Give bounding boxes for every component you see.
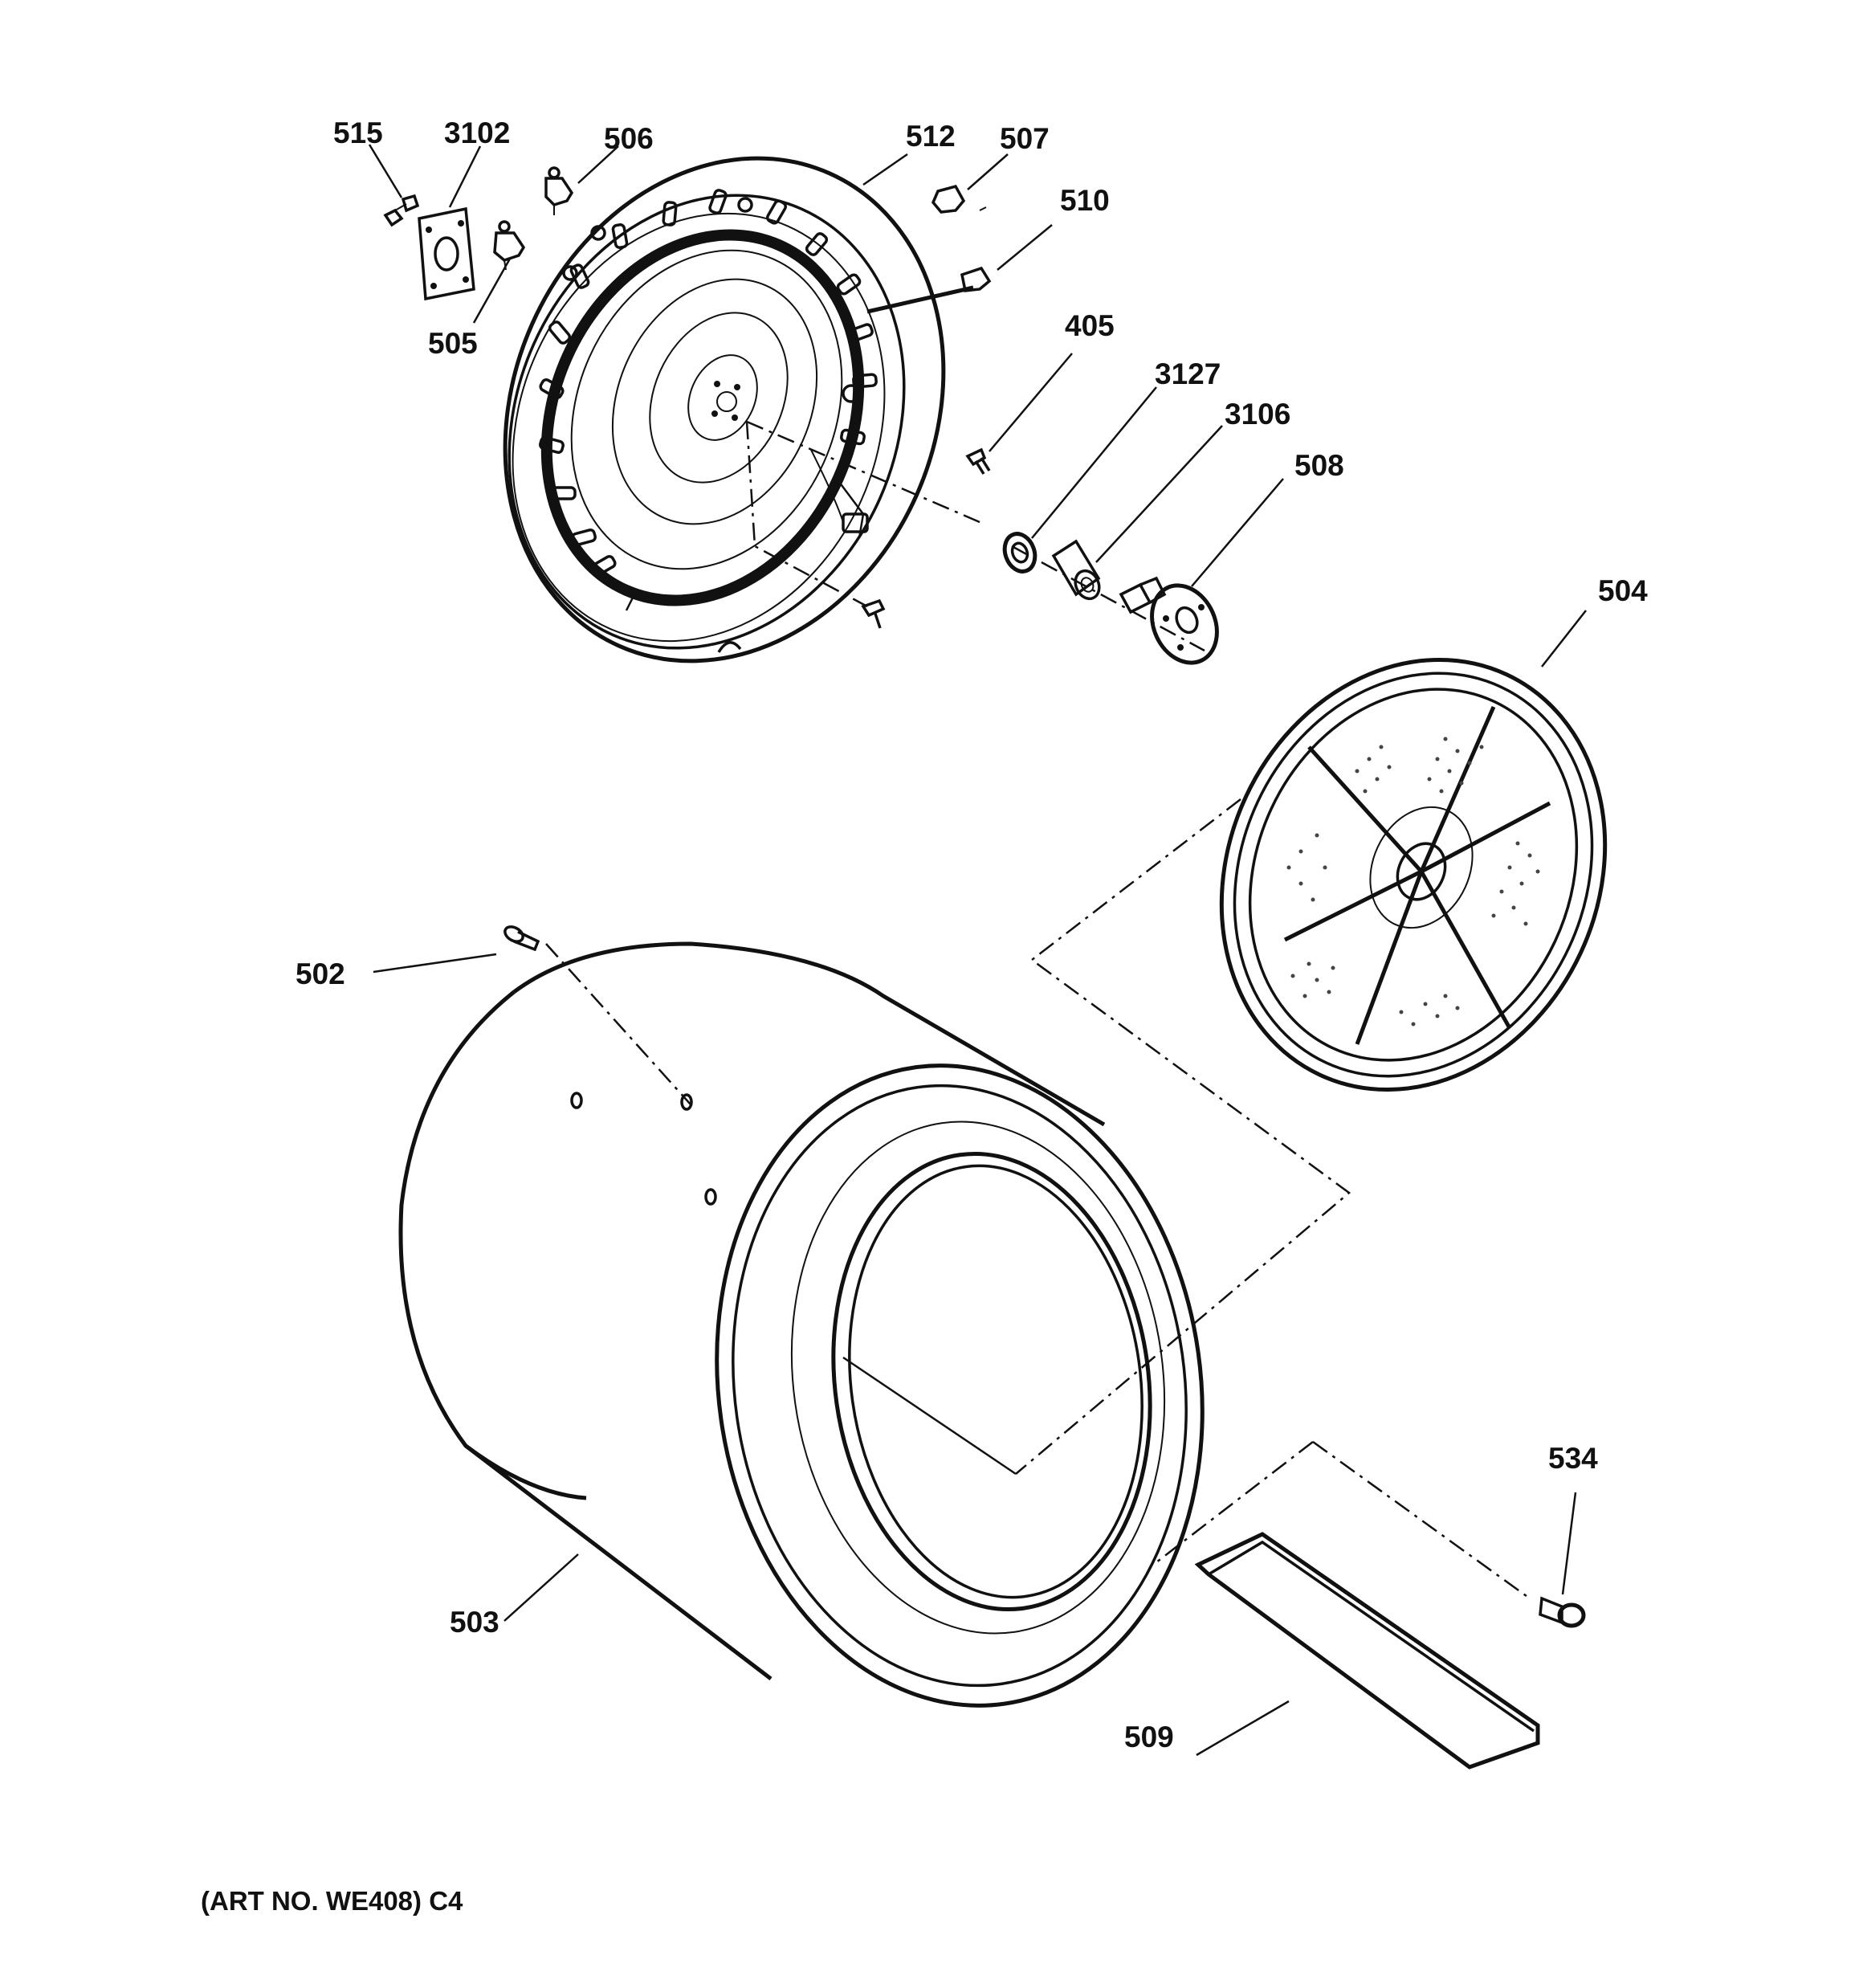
callout-labels: 515 3102 506 512 507 510 505 405 3127 31…	[296, 116, 1648, 1753]
front-baffle-plate-504	[1219, 657, 1608, 1092]
callout-534: 534	[1548, 1442, 1598, 1475]
callout-508: 508	[1294, 449, 1344, 482]
part-506-thermostat	[544, 166, 574, 215]
rear-drum-head-512	[503, 156, 946, 663]
callout-505: 505	[428, 327, 478, 360]
drum-503	[398, 941, 1205, 1708]
callout-3106: 3106	[1225, 398, 1290, 431]
leader-lines	[368, 144, 1587, 1757]
perforation-pattern	[1286, 737, 1540, 1027]
assembly-lines	[545, 420, 1531, 1600]
callout-405: 405	[1065, 309, 1115, 342]
part-405-screw	[965, 447, 991, 475]
callout-502: 502	[296, 957, 345, 990]
callout-506: 506	[604, 122, 654, 155]
heater-terminals	[539, 189, 878, 576]
callout-510: 510	[1060, 184, 1110, 217]
part-507-thermostat	[931, 184, 987, 214]
callout-3127: 3127	[1155, 357, 1221, 390]
callout-512: 512	[906, 120, 956, 153]
part-3127-washer	[1002, 532, 1037, 574]
part-505-thermostat	[493, 220, 526, 271]
callout-515: 515	[333, 116, 383, 149]
part-534-screw	[1539, 1596, 1586, 1628]
callout-3102: 3102	[444, 116, 510, 149]
callout-507: 507	[1000, 122, 1050, 155]
part-3106-bearing	[1051, 539, 1101, 601]
part-515-clip	[383, 194, 420, 227]
part-509-lifter	[1194, 1532, 1540, 1770]
art-number: (ART NO. WE408) C4	[201, 1886, 463, 1916]
part-3102-plate	[418, 206, 475, 301]
callout-504: 504	[1598, 574, 1648, 607]
part-508-shaft	[1119, 576, 1219, 665]
callout-509: 509	[1124, 1721, 1174, 1753]
callout-503: 503	[450, 1606, 499, 1639]
part-502-screw	[503, 925, 540, 952]
bottom-screw	[861, 598, 886, 629]
